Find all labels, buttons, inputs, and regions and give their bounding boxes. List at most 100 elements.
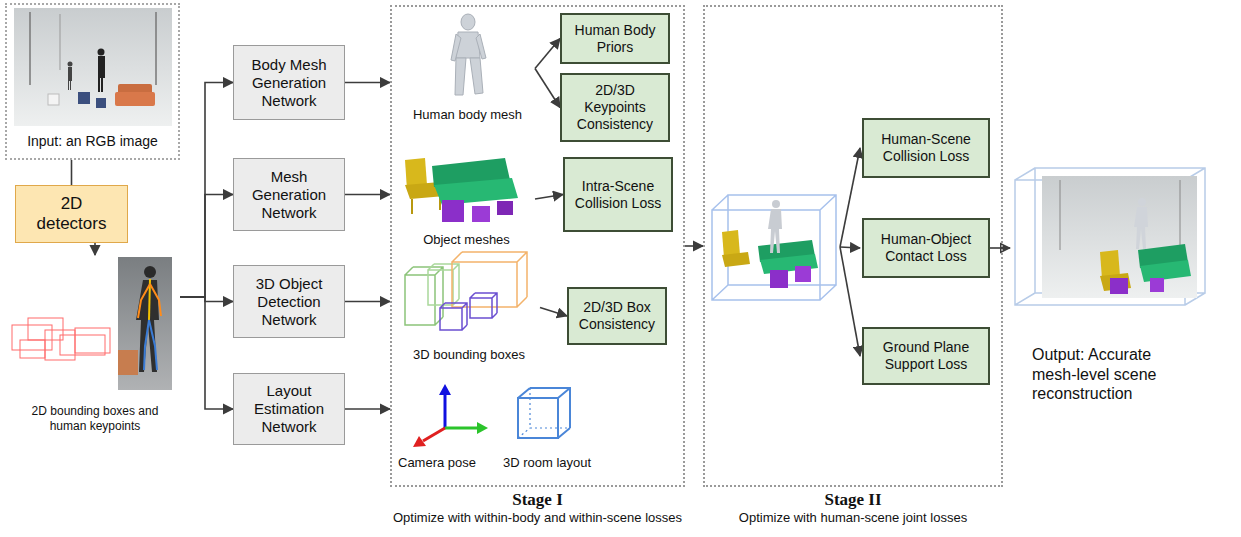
connector-arrow bbox=[540, 308, 567, 317]
box-3d bbox=[470, 293, 497, 318]
sofa-mesh bbox=[1140, 260, 1191, 282]
detection-box bbox=[12, 325, 52, 350]
network-box: Layout Estimation Network bbox=[233, 373, 345, 445]
mesh-head bbox=[772, 200, 780, 208]
detection-box bbox=[60, 335, 105, 355]
skeleton-line bbox=[149, 320, 157, 370]
axis bbox=[423, 428, 445, 441]
mesh-arm bbox=[476, 34, 486, 59]
loss-box: Human-Scene Collision Loss bbox=[862, 118, 990, 178]
sofa bbox=[115, 92, 155, 106]
branch-arrow bbox=[840, 247, 860, 356]
connector-arrow bbox=[345, 82, 390, 84]
human-mesh bbox=[451, 14, 486, 95]
stage-title: Stage II bbox=[824, 490, 881, 510]
cube-mesh bbox=[795, 266, 811, 282]
loss-box: 2D/3D Keypoints Consistency bbox=[560, 73, 670, 141]
camera-pole bbox=[60, 14, 61, 70]
node-label: Layout Estimation Network bbox=[239, 382, 339, 436]
node-label: 2D bounding boxes and human keypoints bbox=[20, 404, 170, 433]
axis bbox=[444, 393, 447, 428]
stage-panel: Stage IOptimize with within-body and wit… bbox=[390, 5, 685, 487]
node-label: 2D detectors bbox=[26, 194, 118, 235]
node-label: Object meshes bbox=[423, 232, 510, 248]
connector-arrow bbox=[685, 245, 703, 247]
mesh-body bbox=[1134, 207, 1148, 249]
node-label: Mesh Generation Network bbox=[239, 168, 339, 222]
camera-axes bbox=[413, 384, 488, 447]
axis-head bbox=[439, 384, 451, 395]
figure-caption: Camera pose bbox=[398, 455, 488, 471]
mesh-leg bbox=[455, 58, 466, 95]
connector-arrow bbox=[180, 83, 233, 298]
output-panel: Output: Accurate mesh-level scene recons… bbox=[1010, 165, 1230, 405]
box-3d bbox=[405, 267, 443, 325]
connector-arrow bbox=[535, 39, 560, 69]
bounding-boxes bbox=[405, 252, 527, 330]
photo-ground bbox=[14, 8, 172, 126]
node-label: Human body mesh bbox=[413, 107, 522, 123]
axis-head bbox=[477, 422, 488, 434]
camera-pole bbox=[1060, 180, 1061, 250]
chair-mesh bbox=[722, 252, 750, 267]
person-head bbox=[144, 266, 156, 278]
room-box bbox=[1015, 168, 1205, 305]
cube-hidden-edges bbox=[518, 388, 570, 438]
connector-arrow bbox=[345, 194, 390, 196]
detection-box bbox=[75, 328, 110, 353]
loss-box: 2D/3D Box Consistency bbox=[567, 287, 667, 345]
input-panel: Input: an RGB image bbox=[5, 3, 180, 160]
loss-box: Human Body Priors bbox=[560, 13, 670, 65]
loss-box: Human-Object Contact Loss bbox=[862, 218, 990, 278]
skeleton-line bbox=[150, 284, 161, 316]
mesh-head bbox=[1138, 198, 1146, 206]
branch-arrow bbox=[840, 148, 860, 247]
cube bbox=[78, 92, 90, 104]
mesh-figure: 3D bounding boxes bbox=[398, 250, 540, 365]
node-label: Ground Plane Support Loss bbox=[869, 339, 983, 373]
joint-scene bbox=[712, 148, 860, 356]
cube-mesh bbox=[770, 270, 788, 288]
figure-caption: 3D room layout bbox=[503, 455, 623, 471]
node-label: 2D/3D Box Consistency bbox=[574, 299, 660, 333]
cube-edges bbox=[518, 388, 570, 438]
connector-arrow bbox=[345, 301, 390, 303]
mesh-arm bbox=[451, 34, 461, 61]
network-box: Mesh Generation Network bbox=[233, 158, 345, 231]
mesh-head bbox=[461, 14, 475, 30]
mesh-figure: Object meshes bbox=[398, 148, 535, 250]
keypoint-photo bbox=[12, 257, 172, 390]
input-photo bbox=[14, 8, 172, 126]
stage-subtitle: Optimize with human-scene joint losses bbox=[739, 510, 967, 526]
skeleton-line bbox=[144, 320, 149, 370]
person-head bbox=[68, 62, 73, 67]
person-body bbox=[98, 56, 105, 92]
node-label: Intra-Scene Collision Loss bbox=[570, 178, 666, 212]
cube bbox=[48, 94, 59, 105]
box-3d bbox=[428, 264, 459, 305]
connector-arrow bbox=[345, 408, 390, 410]
object-meshes bbox=[405, 158, 518, 222]
sofa bbox=[118, 350, 138, 375]
keypoint-image: 2D bounding boxes and human keypoints bbox=[10, 255, 180, 435]
mesh-body bbox=[768, 209, 782, 253]
box-3d bbox=[440, 303, 467, 330]
camera-pole bbox=[1180, 180, 1181, 250]
loss-box: Intra-Scene Collision Loss bbox=[563, 157, 673, 232]
cube-mesh bbox=[1110, 278, 1128, 294]
node-label: Input: an RGB image bbox=[27, 133, 158, 150]
node-label: 3D Object Detection Network bbox=[239, 275, 339, 329]
connector-arrow bbox=[990, 247, 1010, 249]
room-box bbox=[712, 195, 836, 300]
stage-title: Stage I bbox=[512, 490, 563, 510]
detection-box bbox=[20, 340, 45, 358]
cube-mesh bbox=[1150, 278, 1164, 292]
detector-box: 2D detectors bbox=[15, 185, 128, 243]
network-box: Body Mesh Generation Network bbox=[233, 45, 345, 120]
node-label: Human-Object Contact Loss bbox=[869, 231, 983, 265]
cube-mesh bbox=[472, 206, 490, 222]
stage-subtitle: Optimize with within-body and within-sce… bbox=[393, 510, 682, 526]
branch-arrow bbox=[840, 247, 860, 248]
output-render bbox=[1015, 168, 1205, 305]
